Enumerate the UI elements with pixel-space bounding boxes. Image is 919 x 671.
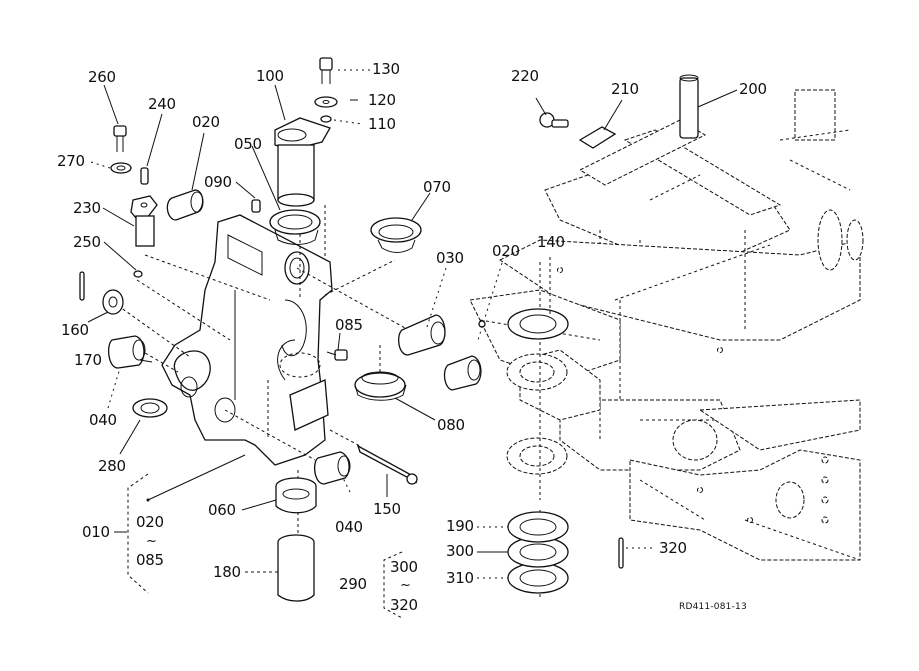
callout-140[interactable]: 140 (537, 233, 565, 251)
group-290-range-from: 300 (390, 558, 418, 576)
callout-020[interactable]: 020 (192, 113, 220, 131)
callout-310[interactable]: 310 (446, 569, 474, 587)
callout-020-right[interactable]: 020 (492, 242, 520, 260)
callout-120[interactable]: 120 (368, 91, 396, 109)
callout-085[interactable]: 085 (335, 316, 363, 334)
callout-250[interactable]: 250 (73, 233, 101, 251)
callout-050[interactable]: 050 (234, 135, 262, 153)
axis-lines (112, 205, 541, 600)
callout-160[interactable]: 160 (61, 321, 89, 339)
callout-190[interactable]: 190 (446, 517, 474, 535)
callout-150[interactable]: 150 (373, 500, 401, 518)
callout-290[interactable]: 290 (339, 575, 367, 593)
callout-320[interactable]: 320 (659, 539, 687, 557)
callout-300[interactable]: 300 (446, 542, 474, 560)
callout-200[interactable]: 200 (739, 80, 767, 98)
callout-280[interactable]: 280 (98, 457, 126, 475)
group-290-range-to: 320 (390, 596, 418, 614)
group-brackets (114, 473, 403, 619)
group-010-range-from: 020 (136, 513, 164, 531)
pointer-dot (146, 498, 150, 502)
callout-230[interactable]: 230 (73, 199, 101, 217)
callout-060[interactable]: 060 (208, 501, 236, 519)
callout-240[interactable]: 240 (148, 95, 176, 113)
callout-180[interactable]: 180 (213, 563, 241, 581)
callout-110[interactable]: 110 (368, 115, 396, 133)
callout-260[interactable]: 260 (88, 68, 116, 86)
callout-090[interactable]: 090 (204, 173, 232, 191)
callout-040-left[interactable]: 040 (89, 411, 117, 429)
swing-bracket (161, 214, 333, 466)
group-290-range-sep: ~ (400, 578, 411, 593)
group-010-range-sep: ~ (146, 534, 157, 549)
callout-170[interactable]: 170 (74, 351, 102, 369)
callout-080[interactable]: 080 (437, 416, 465, 434)
callout-070[interactable]: 070 (423, 178, 451, 196)
callout-040-lower[interactable]: 040 (335, 518, 363, 536)
callout-210[interactable]: 210 (611, 80, 639, 98)
parts (79, 57, 699, 602)
group-010-range-to: 085 (136, 551, 164, 569)
callout-100[interactable]: 100 (256, 67, 284, 85)
callout-220[interactable]: 220 (511, 67, 539, 85)
callout-270[interactable]: 270 (57, 152, 85, 170)
group-010-label[interactable]: 010 (82, 523, 110, 541)
machine-frame (469, 89, 864, 561)
leader-lines (87, 69, 738, 579)
callout-130[interactable]: 130 (372, 60, 400, 78)
callout-030[interactable]: 030 (436, 249, 464, 267)
diagram-reference-code: RD411-081-13 (679, 602, 747, 612)
